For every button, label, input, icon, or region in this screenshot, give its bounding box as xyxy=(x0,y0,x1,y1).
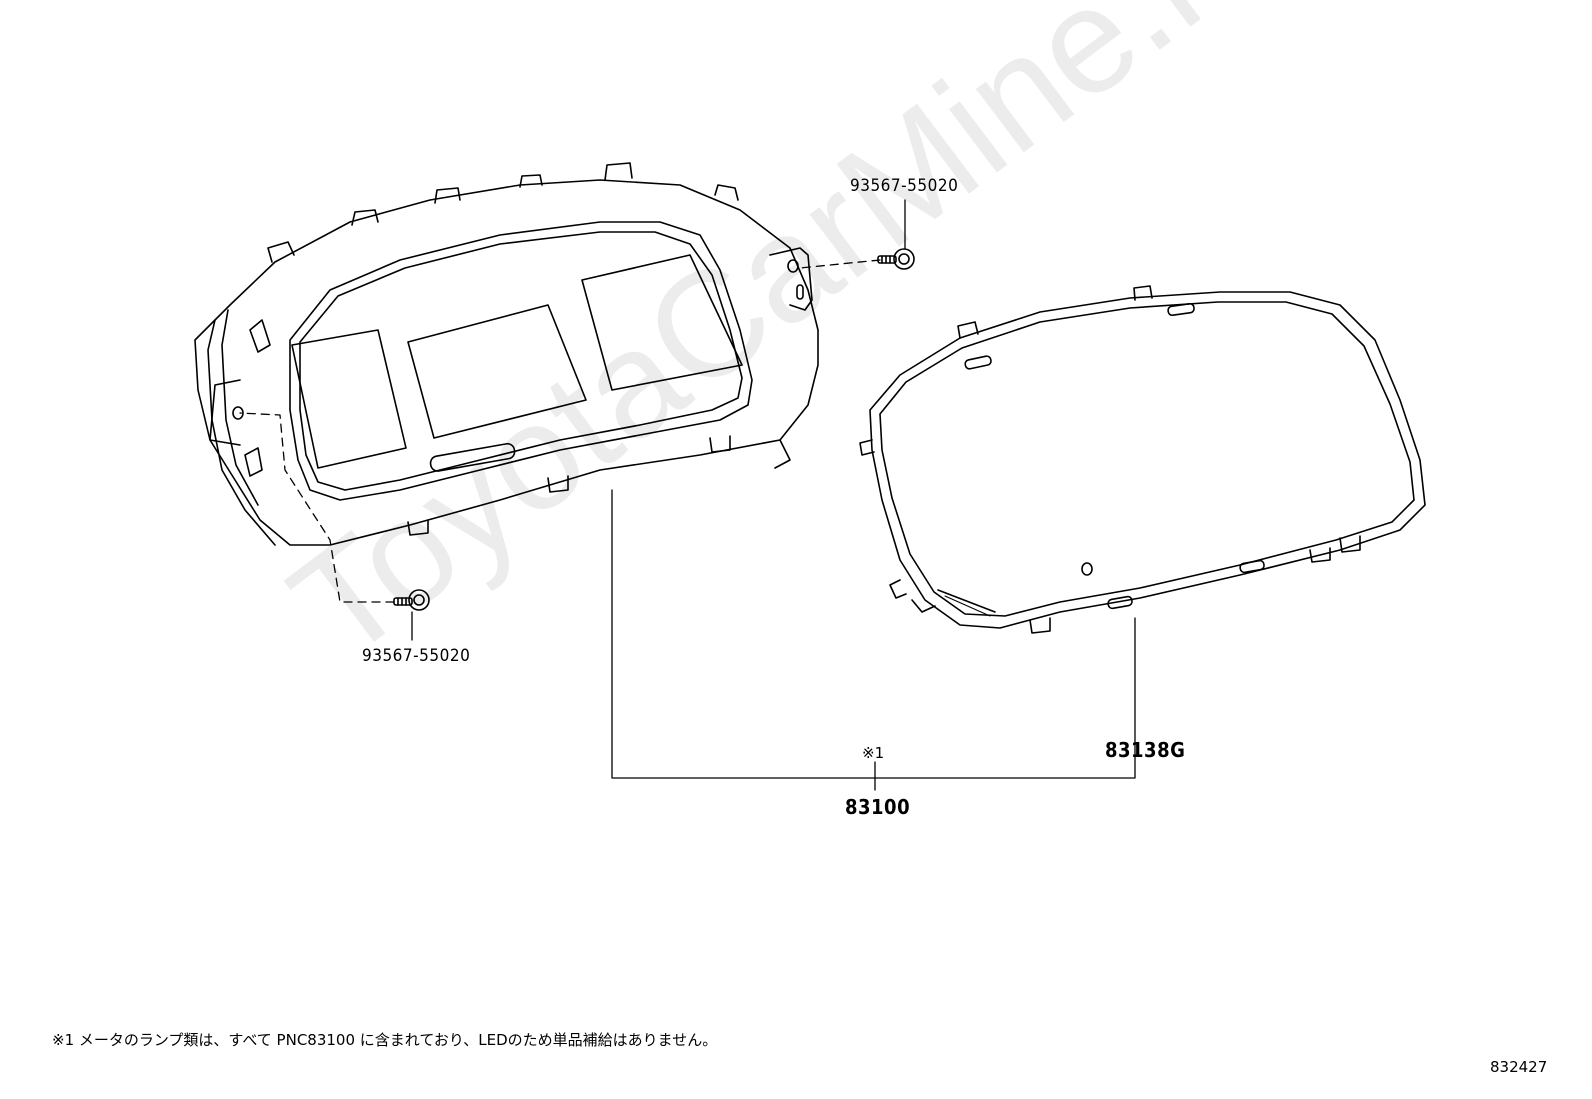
screw-top-illustration xyxy=(877,248,915,270)
screw-bottom-part-number: 93567-55020 xyxy=(362,646,471,666)
illustration-id: 832427 xyxy=(1490,1058,1548,1076)
cover-part-number: 83138G xyxy=(1105,738,1186,762)
footnote: ※1 メータのランプ類は、すべて PNC83100 に含まれており、LEDのため… xyxy=(52,1031,718,1049)
combination-meter-illustration xyxy=(194,162,819,546)
screw-bottom-illustration xyxy=(393,589,430,611)
note-reference-mark: ※1 xyxy=(862,744,885,762)
screw-top-part-number: 93567-55020 xyxy=(850,176,959,196)
meter-cover-illustration xyxy=(859,285,1426,634)
meter-assembly-part-number: 83100 xyxy=(845,795,911,819)
